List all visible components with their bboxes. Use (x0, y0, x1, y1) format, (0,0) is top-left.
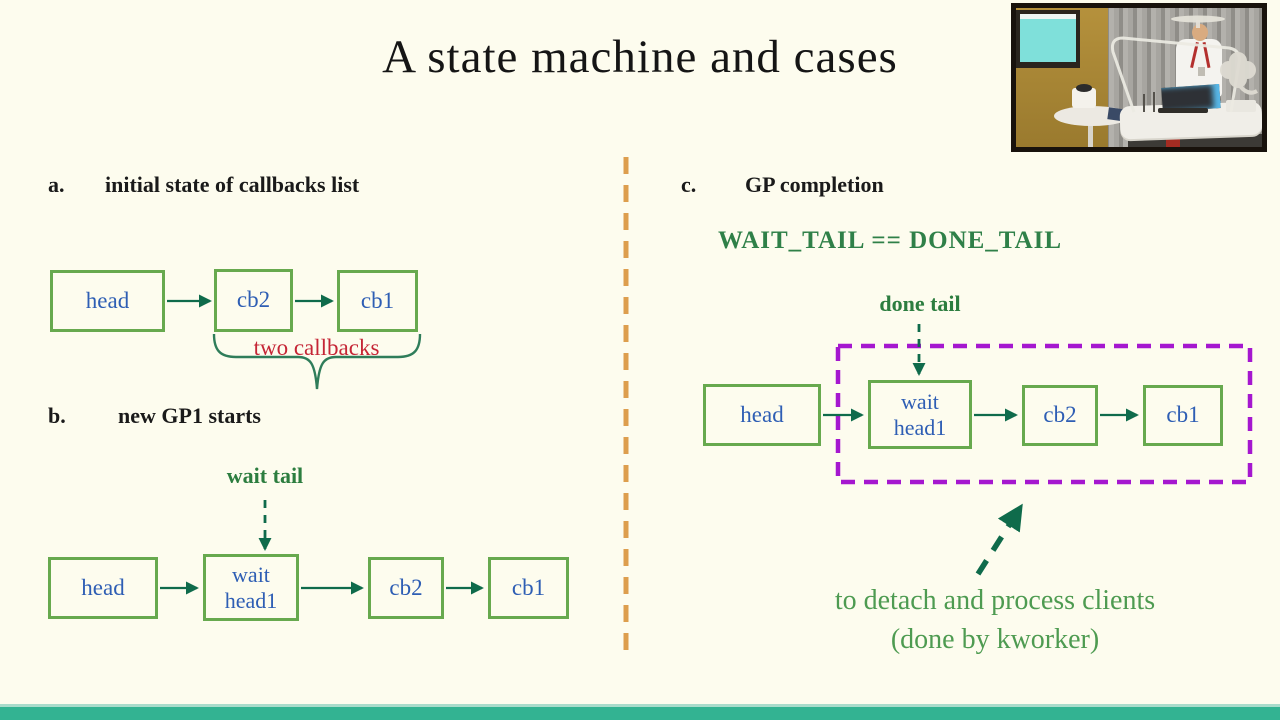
node-b-cb1: cb1 (488, 557, 569, 619)
annotation-two-callbacks: two callbacks (253, 335, 380, 360)
section-c-index: c. (681, 172, 697, 197)
projection-screen (1016, 10, 1080, 68)
section-b-heading: new GP1 starts (118, 403, 261, 428)
propeller-stem (1196, 20, 1200, 28)
footer-accent-light (0, 704, 1280, 707)
node-c-cb2: cb2 (1022, 385, 1098, 446)
section-a-index: a. (48, 172, 65, 197)
gp-completion-condition: WAIT_TAIL == DONE_TAIL (718, 227, 1063, 254)
red-bag (1166, 135, 1180, 147)
node-a-cb2: cb2 (214, 269, 293, 332)
node-b-waithead1: wait head1 (203, 554, 299, 621)
node-c-waithead1: wait head1 (868, 380, 972, 449)
projection-screen-content (1020, 19, 1076, 62)
badge (1198, 67, 1205, 76)
node-b-head: head (48, 557, 158, 619)
slide-title: A state machine and cases (382, 31, 898, 83)
stage-decorations (1111, 15, 1258, 113)
demo-device-top (1076, 84, 1092, 92)
cables (1158, 108, 1208, 113)
done-tail-label: done tail (879, 291, 961, 316)
projection-screen-header (1020, 14, 1076, 19)
section-c-heading: GP completion (745, 172, 884, 197)
node-b-cb2: cb2 (368, 557, 444, 619)
section-a-heading: initial state of callbacks list (105, 172, 360, 197)
footer-accent-bar (0, 707, 1280, 720)
propeller-decoration (1171, 15, 1225, 23)
node-a-head: head (50, 270, 165, 332)
white-frame-structure (1111, 36, 1241, 113)
node-c-cb1: cb1 (1143, 385, 1223, 446)
node-a-cb1: cb1 (337, 270, 418, 332)
section-b-index: b. (48, 403, 66, 428)
demo-device (1072, 84, 1096, 108)
wait-tail-label: wait tail (226, 463, 304, 488)
side-table-stem (1088, 120, 1093, 147)
speaker-head (1192, 24, 1208, 41)
clover-decoration (1220, 52, 1258, 95)
speaker-video-thumbnail (1011, 3, 1267, 152)
node-c-head: head (703, 384, 821, 446)
detach-note-arrow (975, 503, 1023, 576)
detach-note: to detach and process clients (done by k… (834, 585, 1156, 655)
